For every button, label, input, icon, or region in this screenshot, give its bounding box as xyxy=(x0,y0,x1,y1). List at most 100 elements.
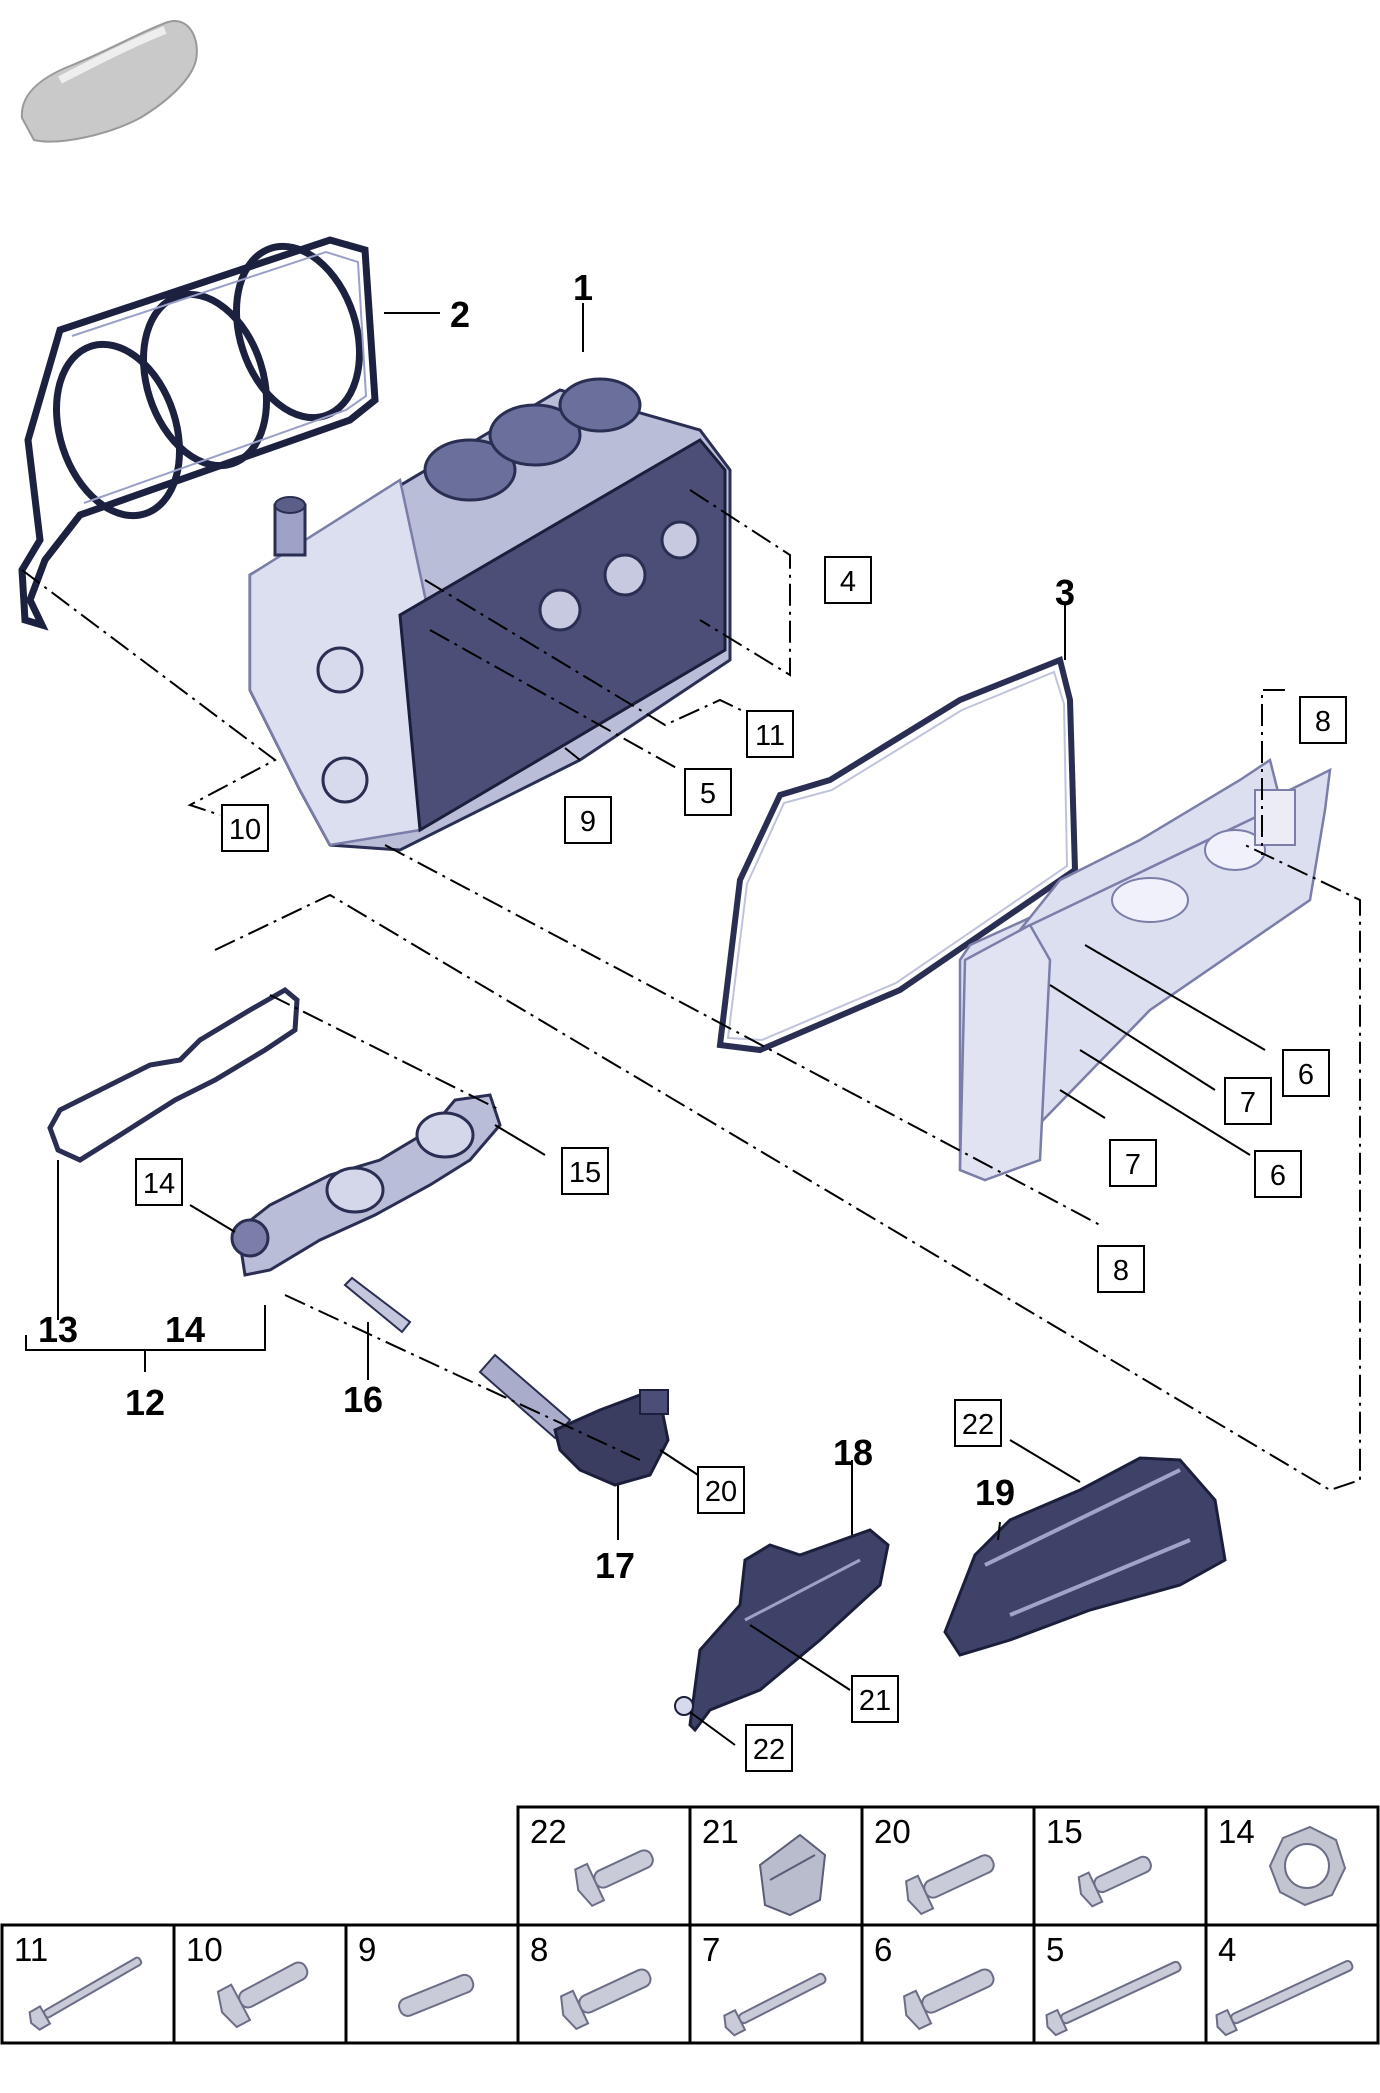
legend-cell-9: 9 xyxy=(344,1923,520,2045)
callout-20: 20 xyxy=(697,1466,745,1514)
dowel-pin-icon xyxy=(398,1973,475,2017)
dash-line-9 xyxy=(564,747,581,761)
callout-1: 1 xyxy=(573,267,593,308)
heat-shield-19 xyxy=(943,1456,1227,1657)
dash-line-5 xyxy=(429,629,681,771)
legend-cell-20: 20 xyxy=(860,1805,1036,1927)
callout-21: 21 xyxy=(851,1675,899,1723)
svg-text:21: 21 xyxy=(859,1685,891,1717)
svg-text:22: 22 xyxy=(962,1409,994,1441)
svg-text:7: 7 xyxy=(702,1931,720,1968)
leader-20 xyxy=(659,1449,699,1476)
callout-16: 16 xyxy=(343,1379,383,1420)
callout-9: 9 xyxy=(564,796,612,844)
callout-10: 10 xyxy=(221,804,269,852)
parts-legend-table: 22 21 20 15 xyxy=(0,1805,1380,2045)
cylinder-head-gasket xyxy=(18,236,379,631)
callout-8-upper: 8 xyxy=(1299,696,1347,744)
cylinder-head xyxy=(248,377,732,852)
svg-text:21: 21 xyxy=(702,1813,739,1850)
svg-text:20: 20 xyxy=(705,1476,737,1508)
callout-11: 11 xyxy=(746,710,794,758)
svg-text:4: 4 xyxy=(840,566,856,598)
svg-text:5: 5 xyxy=(700,778,716,810)
callout-2: 2 xyxy=(450,294,470,335)
long-bolt-icon xyxy=(1045,1960,1182,2037)
long-bolt-icon xyxy=(28,1956,143,2031)
callout-3: 3 xyxy=(1055,572,1075,613)
svg-text:7: 7 xyxy=(1125,1149,1141,1181)
callout-14-bold: 14 xyxy=(165,1309,205,1350)
dash-line-8b xyxy=(384,844,1101,1226)
leader-7b xyxy=(1059,1089,1106,1119)
legend-cell-22: 22 xyxy=(516,1805,692,1927)
callout-7-lower: 7 xyxy=(1109,1139,1157,1187)
seal-gasket-13 xyxy=(47,986,300,1163)
svg-text:22: 22 xyxy=(530,1813,567,1850)
legend-cell-5: 5 xyxy=(1032,1923,1208,2045)
callout-15: 15 xyxy=(561,1147,609,1195)
dash-line-15 xyxy=(269,994,501,1111)
dash-line-10 xyxy=(21,569,277,816)
legend-cell-15: 15 xyxy=(1032,1805,1208,1927)
svg-text:7: 7 xyxy=(1240,1087,1256,1119)
dash-line-11 xyxy=(424,579,746,727)
svg-text:8: 8 xyxy=(1113,1255,1129,1287)
leader-19 xyxy=(997,1521,1001,1541)
long-bolt-icon xyxy=(1215,1959,1354,2037)
svg-text:5: 5 xyxy=(1046,1931,1064,1968)
callout-22-upper: 22 xyxy=(954,1399,1002,1447)
ignition-coil-17 xyxy=(553,1389,670,1487)
svg-text:14: 14 xyxy=(1218,1813,1255,1850)
svg-text:4: 4 xyxy=(1218,1931,1236,1968)
camshaft-cover xyxy=(958,757,1332,1182)
leader-15 xyxy=(494,1124,546,1156)
svg-text:9: 9 xyxy=(580,806,596,838)
svg-text:6: 6 xyxy=(1270,1160,1286,1192)
svg-text:10: 10 xyxy=(186,1931,223,1968)
intake-flange-15 xyxy=(230,1093,502,1277)
svg-text:8: 8 xyxy=(1315,706,1331,738)
callout-17: 17 xyxy=(595,1545,635,1586)
legend-cell-11: 11 xyxy=(0,1923,176,2045)
leader-14b xyxy=(189,1204,236,1233)
callout-13: 13 xyxy=(38,1309,78,1350)
flange-bolt-icon xyxy=(560,1968,652,2031)
svg-text:11: 11 xyxy=(14,1931,48,1968)
callout-14-boxed: 14 xyxy=(135,1158,183,1206)
svg-text:14: 14 xyxy=(143,1168,175,1200)
long-bolt-icon xyxy=(723,1972,827,2037)
svg-text:9: 9 xyxy=(358,1931,376,1968)
svg-text:20: 20 xyxy=(874,1813,911,1850)
svg-text:15: 15 xyxy=(1046,1813,1083,1850)
seal-ring-icon xyxy=(1268,1825,1347,1907)
legend-cell-14: 14 xyxy=(1204,1805,1380,1927)
callout-6-upper: 6 xyxy=(1282,1049,1330,1097)
dash-line-16 xyxy=(284,1294,641,1461)
vehicle-silhouette-icon xyxy=(20,20,198,143)
svg-text:11: 11 xyxy=(755,720,785,752)
flange-bolt-icon xyxy=(574,1849,654,1907)
dash-line-22 xyxy=(214,844,1361,1492)
callout-8-lower: 8 xyxy=(1097,1245,1145,1293)
leader-7a xyxy=(1049,984,1216,1091)
callout-7-upper: 7 xyxy=(1224,1077,1272,1125)
legend-cell-10: 10 xyxy=(172,1923,348,2045)
callout-22-lower: 22 xyxy=(745,1724,793,1772)
dash-line-8a xyxy=(1261,689,1285,855)
leader-6a xyxy=(1084,944,1266,1051)
legend-cell-8: 8 xyxy=(516,1923,692,2045)
leader-6b xyxy=(1079,1049,1251,1156)
leader-21 xyxy=(749,1624,851,1691)
callout-12: 12 xyxy=(125,1382,165,1423)
svg-text:15: 15 xyxy=(569,1157,601,1189)
leader-22a xyxy=(1009,1439,1081,1483)
svg-text:10: 10 xyxy=(229,814,261,846)
legend-cell-21: 21 xyxy=(688,1805,864,1927)
legend-cell-7: 7 xyxy=(688,1923,864,2045)
clip-icon xyxy=(758,1833,827,1917)
callout-5: 5 xyxy=(684,768,732,816)
callout-6-lower: 6 xyxy=(1254,1150,1302,1198)
svg-text:6: 6 xyxy=(874,1931,892,1968)
